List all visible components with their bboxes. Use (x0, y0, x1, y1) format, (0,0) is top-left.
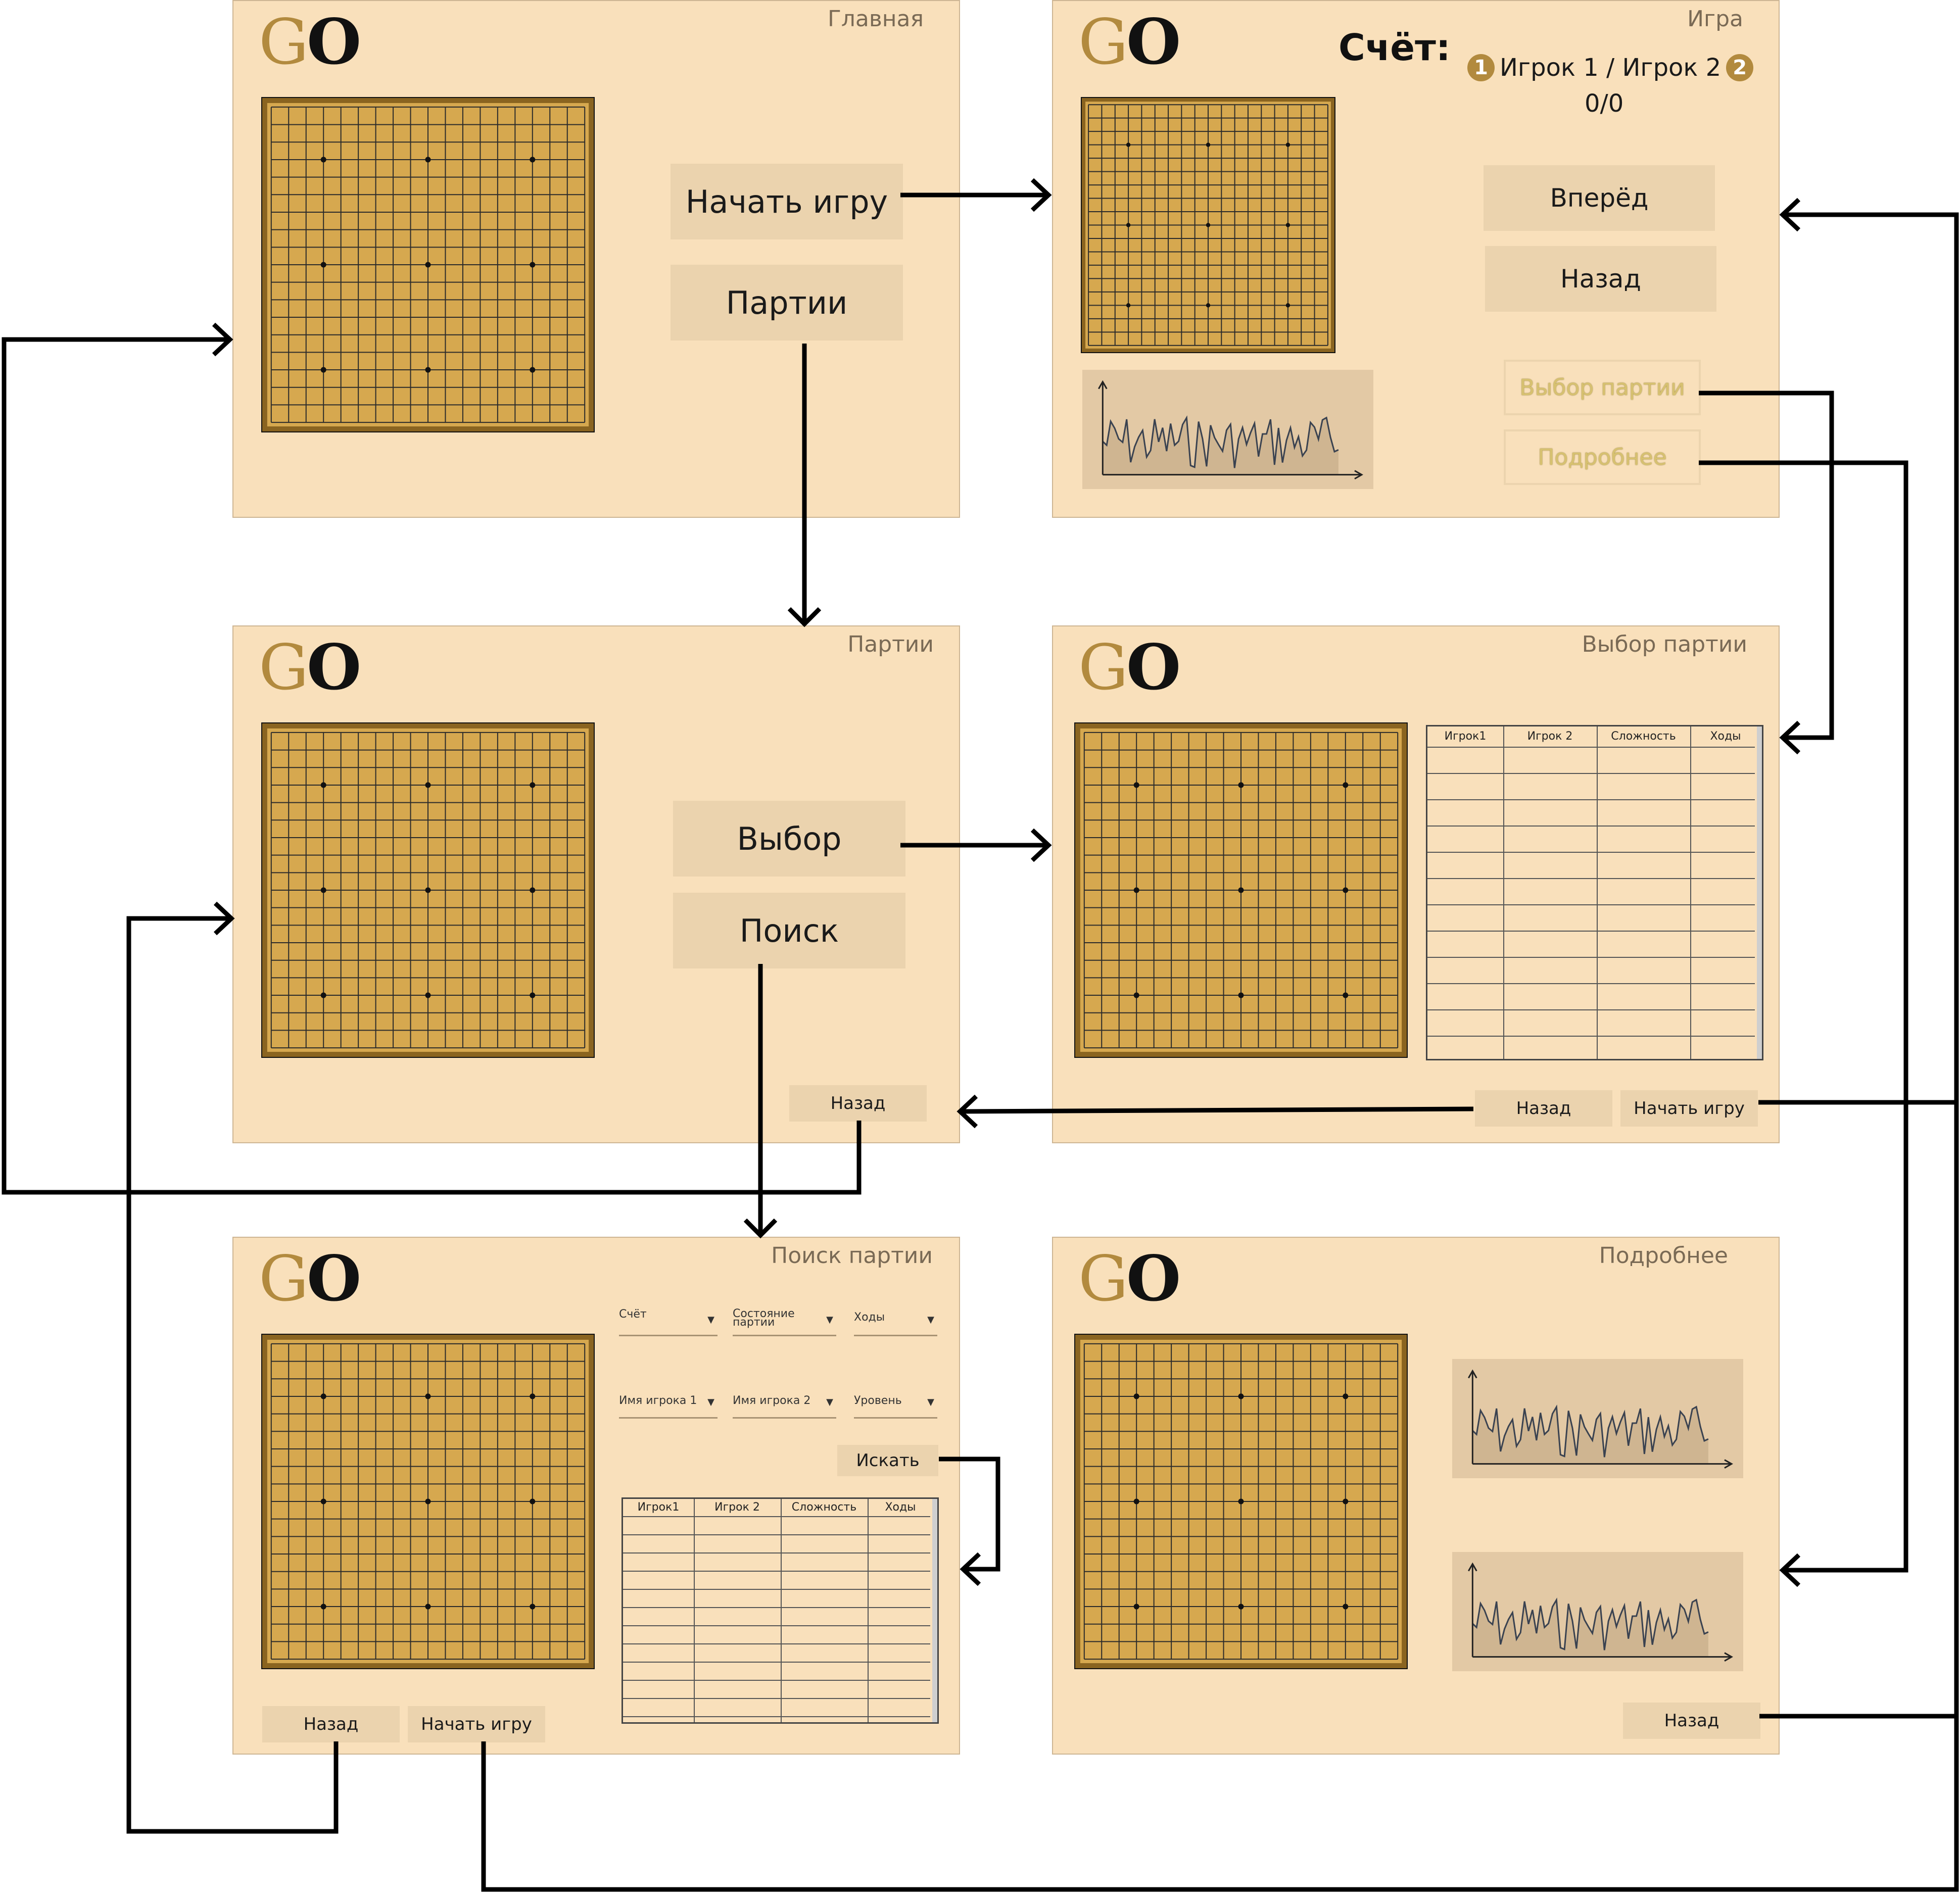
player-2-name-filter[interactable]: Имя игрока 2▼ (733, 1392, 836, 1419)
table-scrollbar[interactable] (1757, 726, 1762, 1059)
column-header: Ходы (1710, 730, 1741, 743)
table-header: Игрок1 Игрок 2 Сложность Ходы (1427, 726, 1762, 747)
analysis-chart (1082, 370, 1373, 489)
players-line: 1 Игрок 1 / Игрок 2 2 (1467, 54, 1754, 82)
details-button[interactable]: Подробнее (1504, 429, 1701, 485)
go-logo: GO (1078, 1242, 1181, 1316)
screen-title: Партии (847, 632, 934, 657)
choose-game-button[interactable]: Выбор партии (1504, 360, 1701, 415)
screen-main: GO Главная Начать игру Партии (232, 0, 960, 518)
chevron-down-icon: ▼ (826, 1315, 833, 1325)
go-board[interactable] (260, 721, 596, 1059)
chevron-down-icon: ▼ (927, 1315, 934, 1325)
analysis-chart (1452, 1552, 1743, 1671)
arrow-search-start-to-game (481, 1716, 1959, 1892)
chevron-down-icon: ▼ (826, 1397, 833, 1407)
column-header: Игрок1 (1444, 730, 1487, 743)
score-value: 0/0 (1585, 89, 1624, 118)
chevron-down-icon: ▼ (927, 1397, 934, 1407)
back-button[interactable]: Назад (1623, 1703, 1760, 1739)
column-header: Сложность (791, 1501, 857, 1514)
search-results-table: Игрок1 Игрок 2 Сложность Ходы (622, 1497, 939, 1724)
arrow-details-back-to-game (1759, 1102, 1959, 1719)
start-game-button[interactable]: Начать игру (408, 1706, 545, 1742)
table-scrollbar[interactable] (932, 1499, 937, 1722)
column-header: Игрок 2 (1527, 730, 1573, 743)
analysis-chart (1452, 1359, 1743, 1478)
screen-game: GO Игра Счёт: 1 Игрок 1 / Игрок 2 2 0/0 … (1052, 0, 1780, 518)
start-game-button[interactable]: Начать игру (1620, 1090, 1758, 1127)
score-label: Счёт: (1338, 26, 1451, 69)
game-state-filter[interactable]: Состояние партии▼ (733, 1308, 836, 1336)
go-logo: GO (259, 1242, 361, 1316)
go-board[interactable] (1073, 721, 1409, 1059)
screen-title: Главная (827, 6, 924, 32)
screen-title: Подробнее (1599, 1243, 1728, 1269)
go-logo: GO (1078, 6, 1181, 79)
go-board[interactable] (260, 1333, 596, 1670)
column-header: Игрок 2 (714, 1501, 760, 1514)
table-header: Игрок1 Игрок 2 Сложность Ходы (623, 1499, 937, 1516)
screen-details: GO Подробнее Назад (1052, 1237, 1780, 1755)
forward-button[interactable]: Вперёд (1484, 165, 1715, 231)
go-board[interactable] (1080, 96, 1336, 354)
column-header: Игрок1 (637, 1501, 680, 1514)
choose-button[interactable]: Выбор (673, 801, 905, 877)
chevron-down-icon: ▼ (707, 1397, 714, 1407)
search-button[interactable]: Поиск (673, 893, 905, 968)
go-board[interactable] (1073, 1333, 1409, 1670)
arrow-choose-back-to-games (960, 1106, 1474, 1114)
column-header: Сложность (1611, 730, 1676, 743)
player-1-badge: 1 (1467, 54, 1495, 81)
go-logo: GO (259, 631, 361, 704)
player-2-badge: 2 (1726, 54, 1754, 81)
arrow-games-back-to-main (2, 337, 862, 1195)
score-filter[interactable]: Счёт▼ (619, 1309, 718, 1336)
arrow-find-to-results (939, 1456, 1000, 1572)
screen-search-game: GO Поиск партии Счёт▼ Состояние партии▼ … (232, 1237, 960, 1755)
back-button[interactable]: Назад (1475, 1090, 1612, 1127)
find-button[interactable]: Искать (837, 1445, 938, 1476)
go-logo: GO (1078, 631, 1181, 704)
games-table: Игрок1 Игрок 2 Сложность Ходы (1426, 725, 1763, 1060)
player-1-name-filter[interactable]: Имя игрока 1▼ (619, 1392, 718, 1419)
go-logo: GO (259, 6, 361, 79)
back-button[interactable]: Назад (1485, 246, 1716, 312)
arrow-game-choose-to-choose-screen (1699, 391, 1834, 740)
chevron-down-icon: ▼ (707, 1315, 714, 1325)
screen-choose-game: GO Выбор партии Игрок1 Игрок 2 Сложность… (1052, 625, 1780, 1143)
players-label: Игрок 1 / Игрок 2 (1500, 54, 1722, 82)
level-filter[interactable]: Уровень▼ (854, 1392, 937, 1419)
arrow-game-details-to-details-screen (1699, 460, 1908, 1573)
screen-games: GO Партии Выбор Поиск Назад (232, 625, 960, 1143)
column-header: Ходы (885, 1501, 916, 1514)
screen-title: Выбор партии (1582, 632, 1747, 657)
moves-filter[interactable]: Ходы▼ (854, 1309, 937, 1336)
screen-title: Поиск партии (771, 1243, 933, 1269)
arrow-choose-start-to-game (1758, 212, 1959, 1105)
screen-title: Игра (1687, 6, 1743, 32)
games-button[interactable]: Партии (671, 265, 903, 341)
back-button[interactable]: Назад (262, 1706, 400, 1742)
start-game-button[interactable]: Начать игру (671, 164, 903, 239)
arrow-search-back-to-games (126, 916, 339, 1834)
back-button[interactable]: Назад (789, 1085, 927, 1122)
go-board[interactable] (260, 96, 596, 433)
